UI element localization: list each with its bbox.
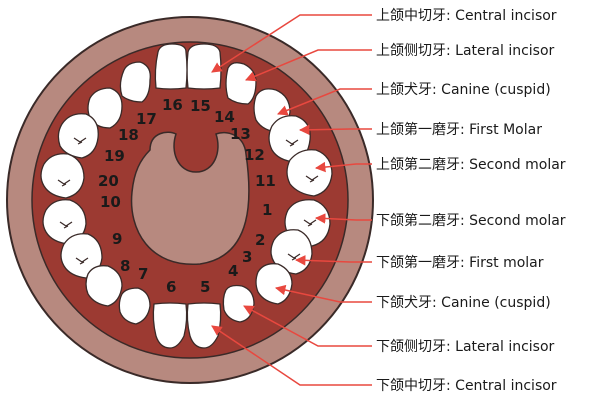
arrow-upper-canine (277, 88, 372, 116)
tooth-number-20: 20 (98, 172, 119, 190)
tooth-lower-central-incisor-left (152, 302, 188, 349)
tooth-number-1: 1 (262, 201, 272, 219)
molar-mark (303, 219, 317, 227)
tooth-number-16: 16 (162, 96, 183, 114)
palate (130, 131, 250, 265)
tooth-upper-central-incisor-right (186, 43, 222, 90)
tooth-upper-second-molar-left (40, 153, 85, 199)
tooth-lower-lateral-incisor-right (222, 284, 255, 323)
arrow-upper-second-molar (314, 161, 372, 173)
tooth-number-18: 18 (118, 126, 139, 144)
label-upper-lateral-incisor: 上颌侧切牙: Lateral incisor (376, 43, 555, 59)
tooth-lower-canine-left (85, 265, 123, 307)
arrow-lower-second-molar (314, 213, 372, 224)
arrow-upper-lateral-incisor (245, 49, 372, 82)
tooth-number-5: 5 (200, 278, 210, 296)
tooth-upper-lateral-incisor-right (225, 62, 257, 105)
tooth-number-9: 9 (112, 230, 122, 248)
arrow-upper-central-incisor (211, 14, 372, 73)
arrow-upper-first-molar (298, 124, 372, 136)
tooth-number-2: 2 (255, 231, 265, 249)
tooth-number-7: 7 (138, 265, 148, 283)
label-lower-central-incisor: 下颌中切牙: Central incisor (376, 378, 557, 394)
label-lower-second-molar: 下颌第二磨牙: Second molar (376, 212, 566, 229)
tooth-number-13: 13 (230, 125, 251, 143)
label-lower-first-molar: 下颌第一磨牙: First molar (376, 254, 544, 271)
molar-mark (57, 179, 71, 187)
tooth-number-14: 14 (214, 108, 235, 126)
tooth-number-8: 8 (120, 257, 130, 275)
tooth-upper-central-incisor-left (154, 43, 188, 90)
tooth-labels: 上颌中切牙: Central incisor 上颌侧切牙: Lateral in… (376, 8, 566, 394)
molar-mark (73, 137, 87, 145)
label-lower-lateral-incisor: 下颌侧切牙: Lateral incisor (376, 339, 555, 355)
tooth-number-12: 12 (244, 146, 265, 164)
tooth-lower-central-incisor-right (186, 302, 222, 349)
tooth-number-10: 10 (100, 193, 121, 211)
molar-marks (57, 137, 319, 265)
arrow-lower-central-incisor (211, 325, 372, 386)
molar-mark (285, 139, 299, 147)
molar-mark (59, 221, 73, 229)
molar-mark (305, 175, 319, 183)
label-upper-central-incisor: 上颌中切牙: Central incisor (376, 8, 557, 24)
tooth-number-11: 11 (255, 172, 276, 190)
arrow-lower-lateral-incisor (243, 305, 372, 347)
pointer-arrows (211, 14, 372, 386)
tooth-number-15: 15 (190, 97, 211, 115)
tooth-number-17: 17 (136, 110, 157, 128)
tooth-upper-second-molar-right (286, 149, 333, 197)
label-upper-first-molar: 上颌第一磨牙: First Molar (376, 121, 542, 138)
arrow-lower-first-molar (294, 255, 372, 266)
molar-mark (75, 257, 89, 265)
tooth-upper-lateral-incisor-left (119, 61, 151, 103)
tooth-upper-first-molar-left (57, 113, 99, 159)
tooth-number-3: 3 (242, 248, 252, 266)
tooth-numbers: 1 2 3 4 5 6 7 8 9 10 11 12 13 14 15 16 1… (98, 96, 276, 296)
tooth-lower-lateral-incisor-left (118, 287, 151, 325)
tooth-number-4: 4 (228, 262, 238, 280)
tooth-number-19: 19 (104, 147, 125, 165)
label-upper-second-molar: 上颌第二磨牙: Second molar (376, 156, 566, 173)
tooth-number-6: 6 (166, 278, 176, 296)
label-lower-canine: 下颌犬牙: Canine (cuspid) (376, 295, 551, 311)
arrow-lower-canine (274, 284, 372, 303)
label-upper-canine: 上颌犬牙: Canine (cuspid) (376, 82, 551, 98)
